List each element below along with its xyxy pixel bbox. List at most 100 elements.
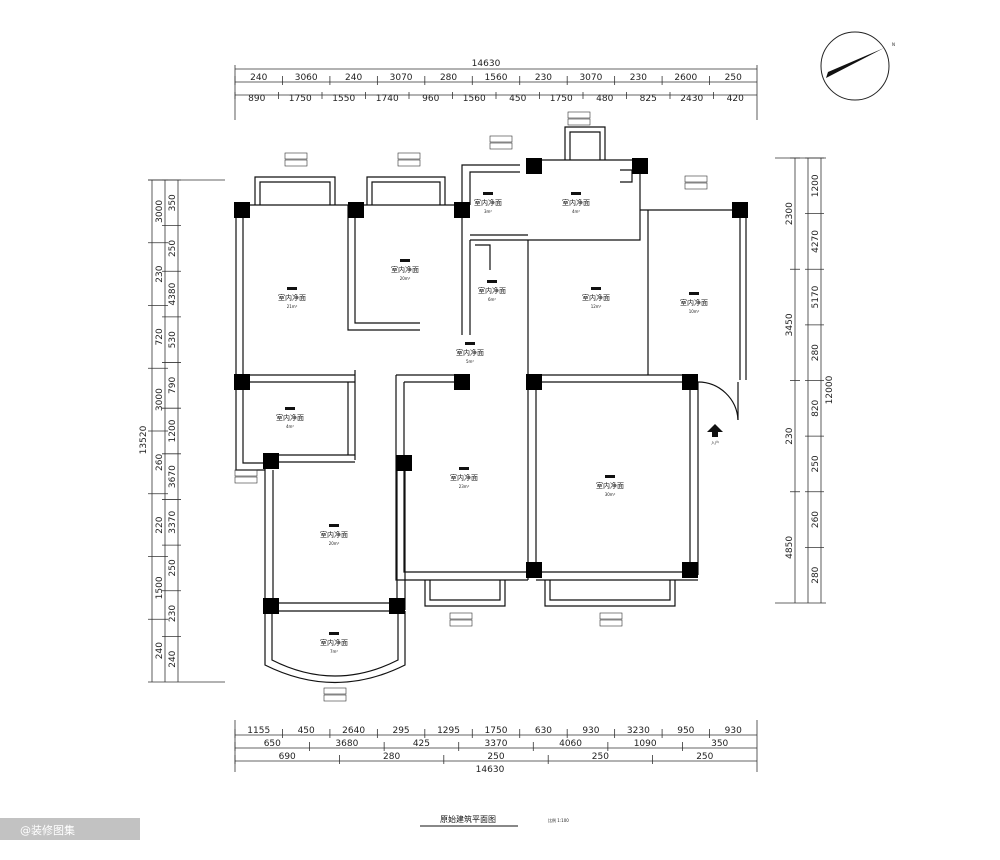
- entrance-label: 入户: [711, 439, 719, 445]
- dim-label: 260: [811, 511, 821, 528]
- room-area: 5m²: [466, 359, 474, 364]
- room-name: 室内净面: [320, 530, 348, 539]
- north-label: N: [892, 42, 895, 47]
- entrance-arrow-icon: [707, 424, 723, 437]
- dim-label: 2300: [785, 202, 795, 225]
- room-name: 室内净面: [680, 298, 708, 307]
- room-name: 室内净面: [596, 481, 624, 490]
- dim-label: 260: [155, 454, 165, 471]
- room-label: 室内净面 30m²: [596, 475, 624, 497]
- dim-label: 820: [811, 399, 821, 416]
- bottom-overall-dim: 14630: [476, 765, 505, 775]
- room-name: 室内净面: [450, 473, 478, 482]
- room-area: 20m²: [400, 276, 411, 281]
- dim-label: 350: [168, 194, 178, 211]
- room-area: 3m²: [484, 209, 492, 214]
- dim-label: 930: [582, 726, 599, 736]
- dim-label: 690: [279, 752, 296, 762]
- dim-label: 230: [630, 73, 647, 83]
- dim-label: 890: [248, 94, 265, 104]
- dim-label: 425: [413, 739, 430, 749]
- dim-label: 350: [711, 739, 728, 749]
- dim-label: 630: [535, 726, 552, 736]
- compass-needle-icon: [826, 48, 884, 78]
- dim-label: 790: [168, 377, 178, 394]
- bottom-dimension-chain: [234, 720, 758, 772]
- dim-label: 250: [725, 73, 742, 83]
- top-overall-dim: 14630: [472, 59, 501, 69]
- dim-label: 4850: [785, 536, 795, 559]
- dim-label: 1560: [463, 94, 486, 104]
- dim-label: 4060: [559, 739, 582, 749]
- dim-label: 220: [155, 516, 165, 533]
- dim-label: 1550: [332, 94, 355, 104]
- room-name: 室内净面: [276, 413, 304, 422]
- dim-label: 5170: [811, 285, 821, 308]
- dim-label: 420: [727, 94, 744, 104]
- right-overall-dim: 12000: [825, 375, 835, 404]
- dim-label: 3000: [155, 388, 165, 411]
- watermark: @装修图集: [0, 818, 140, 840]
- dim-label: 450: [509, 94, 526, 104]
- dim-label: 250: [168, 559, 178, 576]
- walls: [235, 126, 747, 683]
- title-block: 原始建筑平面图 比例 1:100: [420, 814, 569, 827]
- north-compass: N: [820, 31, 895, 101]
- dim-label: 1200: [811, 174, 821, 197]
- dim-label: 2430: [680, 94, 703, 104]
- room-area: 20m²: [329, 541, 340, 546]
- dim-label: 3070: [390, 73, 413, 83]
- dim-label: 250: [592, 752, 609, 762]
- dim-label: 1750: [485, 726, 508, 736]
- room-area: 12m²: [591, 304, 602, 309]
- dim-label: 3670: [168, 465, 178, 488]
- dim-label: 295: [392, 726, 409, 736]
- watermark-text: @装修图集: [20, 823, 75, 837]
- dim-label: 1560: [485, 73, 508, 83]
- dim-label: 240: [155, 642, 165, 659]
- left-overall-dim: 13520: [139, 425, 149, 454]
- room-area: 6m²: [488, 297, 496, 302]
- dim-label: 3060: [295, 73, 318, 83]
- room-label: 室内净面 3m²: [474, 192, 502, 214]
- dim-label: 3680: [335, 739, 358, 749]
- room-name: 室内净面: [474, 198, 502, 207]
- dim-label: 950: [677, 726, 694, 736]
- room-area: 21m²: [287, 304, 298, 309]
- dim-label: 240: [168, 650, 178, 667]
- dim-label: 4380: [168, 282, 178, 305]
- room-area: 23m²: [459, 484, 470, 489]
- room-area: 7m²: [330, 649, 338, 654]
- dim-label: 3230: [627, 726, 650, 736]
- room-area: 30m²: [605, 492, 616, 497]
- room-name: 室内净面: [391, 265, 419, 274]
- dim-label: 250: [696, 752, 713, 762]
- dim-label: 2640: [342, 726, 365, 736]
- dim-label: 1155: [247, 726, 270, 736]
- dim-label: 280: [811, 566, 821, 583]
- scale-label: 比例 1:100: [548, 817, 569, 823]
- dim-label: 1090: [634, 739, 657, 749]
- dim-label: 2600: [674, 73, 697, 83]
- room-label: 室内净面 23m²: [450, 467, 478, 489]
- dim-label: 3070: [579, 73, 602, 83]
- dim-label: 250: [487, 752, 504, 762]
- dim-label: 230: [155, 265, 165, 282]
- room-name: 室内净面: [478, 286, 506, 295]
- room-label: 室内净面 6m²: [478, 280, 506, 302]
- dim-label: 530: [168, 331, 178, 348]
- compass-circle: [820, 31, 890, 101]
- room-area: 4m²: [286, 424, 294, 429]
- dim-label: 1740: [376, 94, 399, 104]
